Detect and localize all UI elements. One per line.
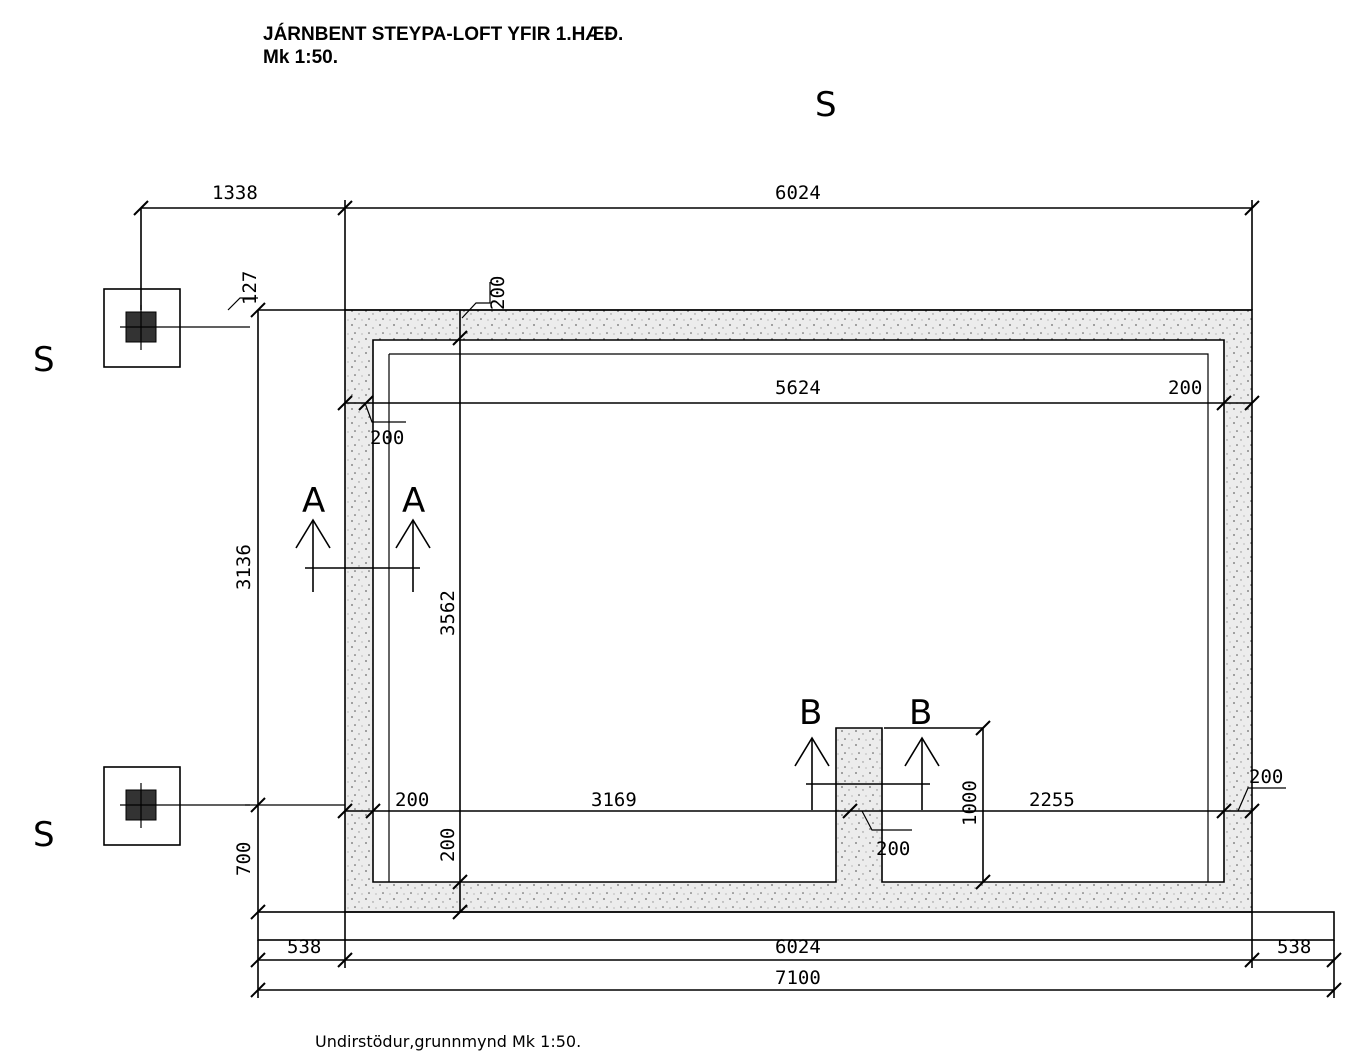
section-mark-s-top: S: [815, 85, 837, 125]
dim-200-top: 200: [487, 276, 509, 310]
section-cut-a: [295, 518, 431, 592]
drawing-title: JÁRNBENT STEYPA-LOFT YFIR 1.HÆÐ.: [263, 23, 623, 45]
dim-5624: 5624: [775, 377, 821, 399]
concrete-wall-ring: [344, 309, 1253, 913]
dim-6024-top: 6024: [775, 182, 821, 204]
dim-200-bottom-left: 200: [395, 789, 429, 811]
section-label-a-left: A: [302, 481, 325, 521]
dim-1000: 1000: [959, 780, 981, 826]
section-mark-s-left-top: S: [33, 340, 55, 380]
dim-200-vertical: 200: [437, 828, 459, 862]
section-cut-b: [794, 736, 940, 810]
footing-top-left: [103, 288, 250, 368]
foundation-caption: Undirstödur,grunnmynd Mk 1:50.: [315, 1032, 581, 1051]
dim-inner: [337, 395, 1260, 423]
dim-base: [250, 912, 1342, 998]
dim-1338: 1338: [212, 182, 258, 204]
dim-2255: 2255: [1029, 789, 1075, 811]
rebar-inner-line: [388, 353, 1209, 882]
section-label-b-left: B: [799, 693, 822, 733]
dim-bottom-inner: [337, 720, 1286, 890]
leader-127: [227, 297, 258, 311]
dim-3169: 3169: [591, 789, 637, 811]
dim-200-mid: 200: [876, 838, 910, 860]
dim-6024-base: 6024: [775, 936, 821, 958]
dim-200-right: 200: [1168, 377, 1202, 399]
base-strip: [257, 911, 1335, 941]
leader-200-top: [461, 282, 491, 319]
dim-7100: 7100: [775, 967, 821, 989]
dim-127: 127: [239, 271, 261, 305]
section-mark-s-left-bottom: S: [33, 815, 55, 855]
dim-538-right: 538: [1277, 936, 1311, 958]
section-label-a-right: A: [402, 481, 425, 521]
section-label-b-right: B: [909, 693, 932, 733]
drawing-scale: Mk 1:50.: [263, 47, 338, 68]
dim-200-bottom-right: 200: [1249, 766, 1283, 788]
dim-538-left: 538: [287, 936, 321, 958]
dim-3562: 3562: [437, 590, 459, 636]
footing-bottom-left: [103, 766, 250, 846]
dim-200-left: 200: [370, 427, 404, 449]
dim-700: 700: [233, 842, 255, 876]
dim-top: [133, 200, 1260, 311]
dim-3136: 3136: [233, 544, 255, 590]
